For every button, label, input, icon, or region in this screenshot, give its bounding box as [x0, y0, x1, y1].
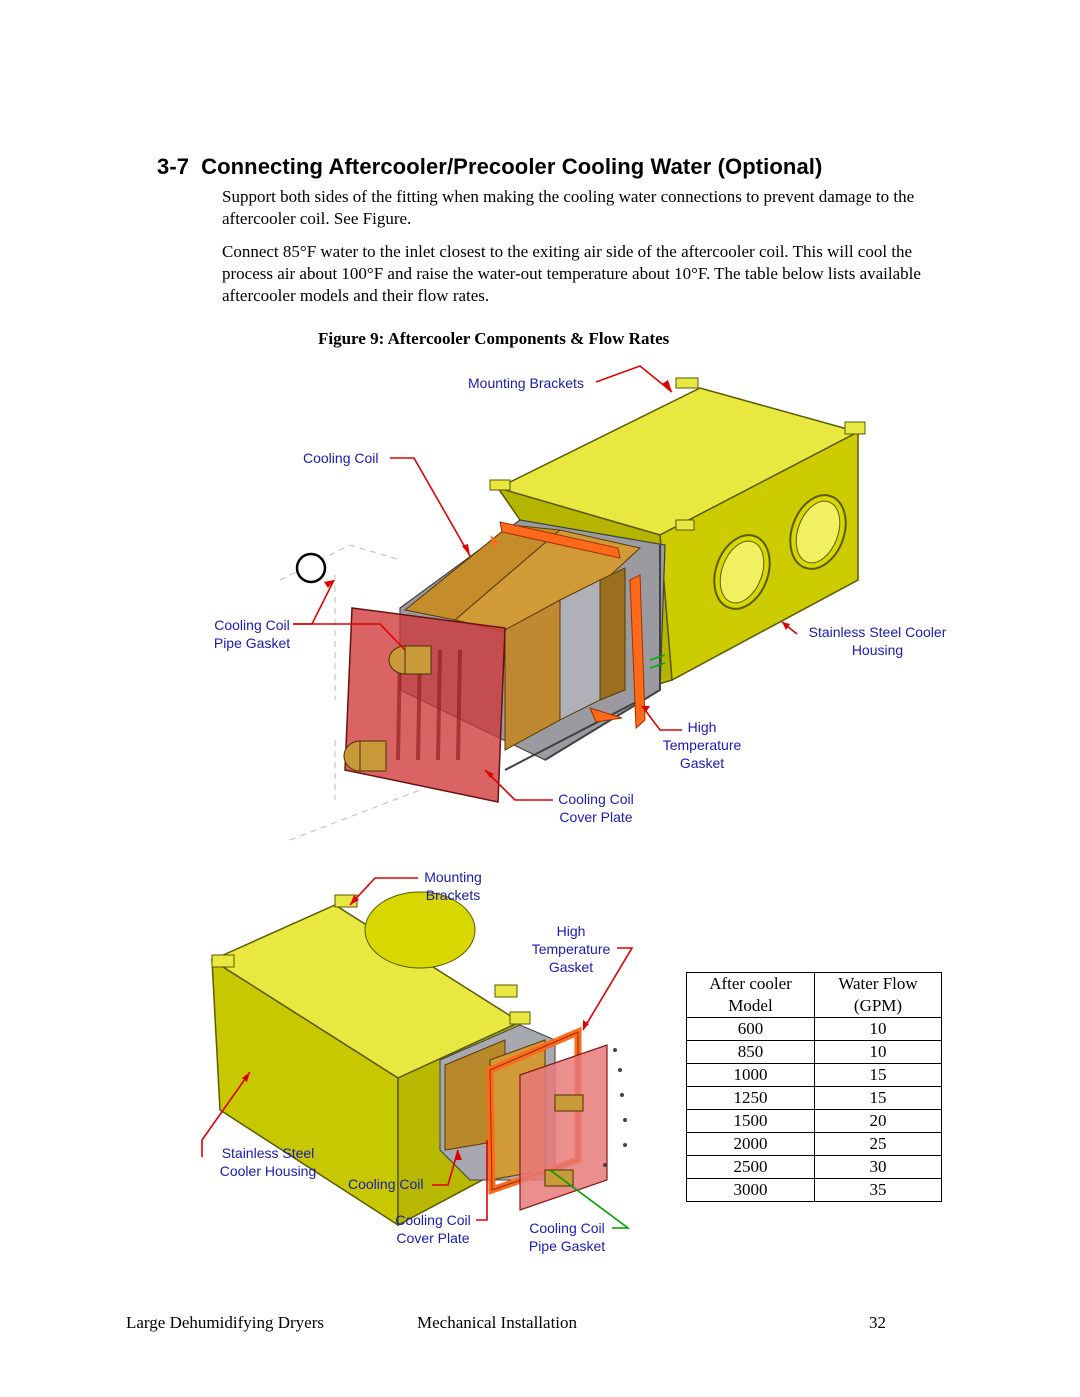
- label-pipe-gasket-line1: Cooling Coil: [214, 617, 290, 633]
- model-cell: 2000: [686, 1132, 815, 1156]
- paragraph-support: Support both sides of the fitting when m…: [222, 187, 915, 228]
- footer-chapter: Mechanical Installation: [417, 1313, 578, 1332]
- model-cell: 1000: [686, 1063, 815, 1087]
- flow-cell: 15: [814, 1086, 942, 1110]
- section-heading: 3-7 Connecting Aftercooler/Precooler Cool…: [157, 154, 822, 180]
- label-cooling-coil-bottom: Cooling Coil: [348, 1176, 424, 1192]
- cover-plate-bottom: [519, 1044, 627, 1211]
- header-water-flow: Water Flow (GPM): [814, 972, 942, 1018]
- gasket-top: [490, 521, 646, 730]
- label-housing-line2: Housing: [851, 642, 904, 658]
- label-pipe-gasket: Cooling Coil Pipe Gasket: [208, 616, 296, 652]
- label-pipe-gasket-bottom: Cooling Coil Pipe Gasket: [520, 1219, 614, 1255]
- flow-cell: 15: [814, 1063, 942, 1087]
- label-gasket-line3: Gasket: [679, 755, 725, 771]
- header-model-line1: After cooler: [709, 974, 792, 993]
- label-cover-plate-bottom: Cooling Coil Cover Plate: [388, 1211, 478, 1247]
- model-cell: 600: [686, 1017, 815, 1041]
- model-cell: 850: [686, 1040, 815, 1064]
- label-mounting-brackets: Mounting Brackets: [468, 375, 584, 391]
- label-housing-bottom: Stainless Steel Cooler Housing: [210, 1144, 326, 1180]
- label-bhousing-line1: Stainless Steel: [221, 1145, 315, 1161]
- label-mounting-line1: Mounting: [424, 869, 482, 885]
- flow-cell: 30: [814, 1155, 942, 1179]
- flow-cell: 10: [814, 1017, 942, 1041]
- model-cell: 3000: [686, 1178, 815, 1202]
- label-gasket-line2: Temperature: [662, 737, 742, 753]
- pipe-gasket-ring: [295, 552, 327, 584]
- green-marks: [649, 654, 666, 669]
- section-number: 3-7: [157, 154, 190, 179]
- label-high-temp-gasket-bottom: High Temperature Gasket: [524, 922, 618, 976]
- flow-cell: 35: [814, 1178, 942, 1202]
- header-flow-line2: (GPM): [853, 996, 903, 1015]
- figure-caption: Figure 9: Aftercooler Components & Flow …: [318, 329, 670, 348]
- label-gasket-line1: High: [687, 719, 717, 735]
- footer-document-title: Large Dehumidifying Dryers: [126, 1313, 324, 1332]
- label-pipe-gasket-line2: Pipe Gasket: [213, 635, 291, 651]
- label-cover-line2: Cover Plate: [559, 809, 633, 825]
- paragraph-connect: Connect 85°F water to the inlet closest …: [222, 242, 921, 305]
- arrowheads-bottom: [242, 895, 589, 1160]
- header-flow-line1: Water Flow: [838, 974, 918, 993]
- label-bhousing-line2: Cooler Housing: [219, 1163, 317, 1179]
- aftercooler-illustration: [201, 365, 866, 1229]
- model-cell: 2500: [686, 1155, 815, 1179]
- label-high-temp-gasket: High Temperature Gasket: [652, 718, 752, 772]
- label-bcover-line2: Cover Plate: [396, 1230, 470, 1246]
- label-mounting-brackets-bottom: Mounting Brackets: [415, 868, 491, 904]
- pipe-gasket-leader: [549, 1169, 631, 1229]
- label-housing-line1: Stainless Steel Cooler: [808, 624, 947, 640]
- arrowheads-top: [324, 380, 790, 778]
- label-bgasket-line3: Gasket: [548, 959, 594, 975]
- footer-page-number: 32: [869, 1313, 886, 1332]
- section-title: Connecting Aftercooler/Precooler Cooling…: [201, 154, 823, 179]
- cover-plate-top: [343, 607, 506, 803]
- label-cover-plate: Cooling Coil Cover Plate: [550, 790, 642, 826]
- header-model: After cooler Model: [686, 972, 815, 1018]
- leaders-bottom: [201, 877, 634, 1221]
- label-bpipe-line2: Pipe Gasket: [528, 1238, 606, 1254]
- label-bgasket-line2: Temperature: [531, 941, 611, 957]
- label-cooling-coil: Cooling Coil: [303, 450, 379, 466]
- label-cover-line1: Cooling Coil: [558, 791, 634, 807]
- header-model-line2: Model: [728, 996, 773, 1015]
- flow-cell: 25: [814, 1132, 942, 1156]
- model-cell: 1500: [686, 1109, 815, 1133]
- label-bgasket-line1: High: [556, 923, 586, 939]
- label-bpipe-line1: Cooling Coil: [529, 1220, 605, 1236]
- table-header-row: After cooler Model Water Flow (GPM): [686, 972, 942, 1018]
- label-bcover-line1: Cooling Coil: [395, 1212, 471, 1228]
- model-cell: 1250: [686, 1086, 815, 1110]
- flow-cell: 20: [814, 1109, 942, 1133]
- label-housing: Stainless Steel Cooler Housing: [800, 623, 955, 659]
- label-mounting-line2: Brackets: [425, 887, 481, 903]
- flow-cell: 10: [814, 1040, 942, 1064]
